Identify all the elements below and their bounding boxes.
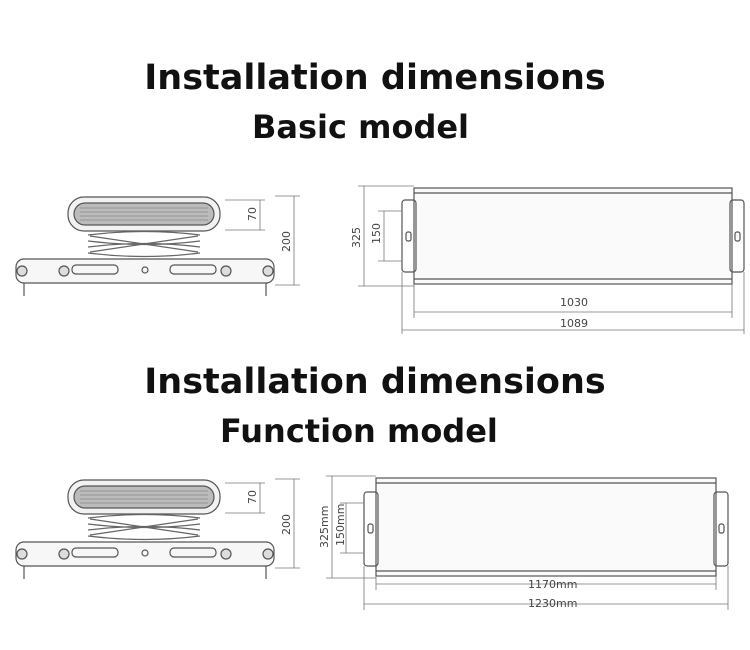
basic-title: Installation dimensions (144, 58, 606, 98)
function-width-inner: 150mm (334, 504, 347, 546)
function-width-outer: 325mm (318, 506, 331, 548)
function-height-head: 70 (246, 490, 259, 504)
basic-width-inner: 150 (370, 223, 383, 244)
function-length-outer: 1230mm (528, 597, 577, 610)
basic-height-total: 200 (280, 231, 293, 252)
function-length-inner: 1170mm (528, 578, 577, 591)
basic-length-outer: 1089 (560, 317, 588, 330)
basic-subtitle: Basic model (252, 108, 470, 146)
basic-width-outer: 325 (350, 227, 363, 248)
basic-height-head: 70 (246, 207, 259, 221)
function-title: Installation dimensions (144, 362, 606, 402)
function-subtitle: Function model (220, 412, 498, 450)
basic-length-inner: 1030 (560, 296, 588, 309)
function-height-total: 200 (280, 514, 293, 535)
